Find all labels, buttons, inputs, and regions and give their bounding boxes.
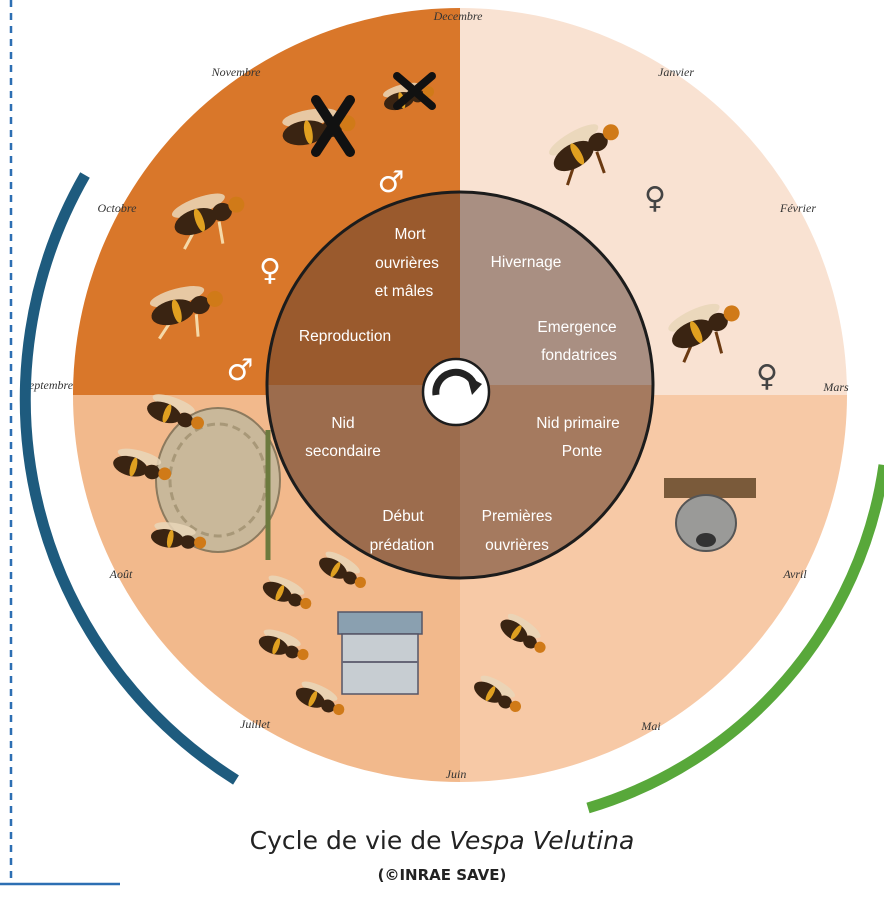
- hornet-icon: [149, 286, 223, 340]
- phase-mort-line3: et mâles: [375, 283, 434, 300]
- phase-nid-secondaire-line2: secondaire: [305, 443, 381, 460]
- hornet-icon: [549, 124, 619, 186]
- month-label-aout: Août: [109, 567, 133, 581]
- phase-hivernage: Hivernage: [491, 254, 562, 271]
- month-label-septembre: Septembre: [23, 378, 74, 392]
- phase-mort-line2: ouvrières: [375, 255, 439, 272]
- hornet-icon: [474, 675, 521, 712]
- month-label-janvier: Janvier: [658, 65, 694, 79]
- phase-nid-primaire-line2: Ponte: [562, 443, 603, 460]
- cycle-arrow-icon: [421, 357, 491, 427]
- hornet-icon: [171, 193, 245, 250]
- month-label-decembre: Decembre: [433, 9, 484, 23]
- phase-circle-outline: [265, 190, 655, 580]
- hornet-icon: [150, 522, 207, 549]
- month-label-fevrier: Février: [779, 201, 816, 215]
- hornet-icon: [147, 394, 204, 430]
- month-label-juillet: Juillet: [240, 717, 271, 731]
- hornet-icon: [668, 303, 740, 363]
- credit-line: (©INRAE SAVE): [377, 866, 507, 884]
- female-symbol-icon: ♀: [259, 253, 281, 288]
- month-label-juin: Juin: [446, 767, 467, 781]
- caption-species: Vespa Velutina: [449, 826, 635, 855]
- phase-premieres-ouvrieres-line2: ouvrières: [485, 537, 549, 554]
- month-label-octobre: Octobre: [98, 201, 138, 215]
- hornet-icon: [295, 681, 345, 716]
- month-label-mai: Mai: [640, 719, 660, 733]
- male-symbol-icon: ♂: [378, 165, 405, 200]
- phase-nid-primaire-line1: Nid primaire: [536, 415, 620, 432]
- phase-reproduction: Reproduction: [299, 328, 391, 345]
- diagram-caption: Cycle de vie de Vespa Velutina: [0, 826, 884, 855]
- phase-circle: [265, 190, 655, 580]
- founder-period-arc: [586, 464, 884, 814]
- primary-nest-icon: [664, 478, 756, 552]
- dead-cross-icon: [311, 95, 355, 157]
- caption-prefix: Cycle de vie de: [249, 826, 450, 855]
- hornet-icon: [113, 448, 172, 481]
- female-symbol-icon: ♀: [644, 181, 666, 216]
- dead-cross-icon: [393, 72, 436, 110]
- beehive-icon: [337, 611, 423, 695]
- hornet-icon: [258, 629, 309, 661]
- phase-mort-line1: Mort: [395, 226, 427, 243]
- hornet-icon: [319, 551, 366, 588]
- hornet-icon: [500, 613, 546, 653]
- phase-emergence-line2: fondatrices: [541, 347, 617, 364]
- phase-debut-predation-line2: prédation: [370, 537, 435, 554]
- male-symbol-icon: ♂: [227, 353, 254, 388]
- phase-nid-secondaire-line1: Nid: [331, 415, 354, 432]
- month-label-avril: Avril: [782, 567, 807, 581]
- hornet-icon: [262, 575, 312, 610]
- female-symbol-icon: ♀: [756, 359, 778, 394]
- month-label-novembre: Novembre: [211, 65, 262, 79]
- phase-debut-predation-line1: Début: [382, 508, 424, 525]
- worker-period-arc: [19, 172, 239, 785]
- phase-premieres-ouvrieres-line1: Premières: [482, 508, 553, 525]
- secondary-nest-icon: [155, 407, 281, 560]
- phase-emergence-line1: Emergence: [537, 319, 616, 336]
- month-label-mars: Mars: [822, 380, 849, 394]
